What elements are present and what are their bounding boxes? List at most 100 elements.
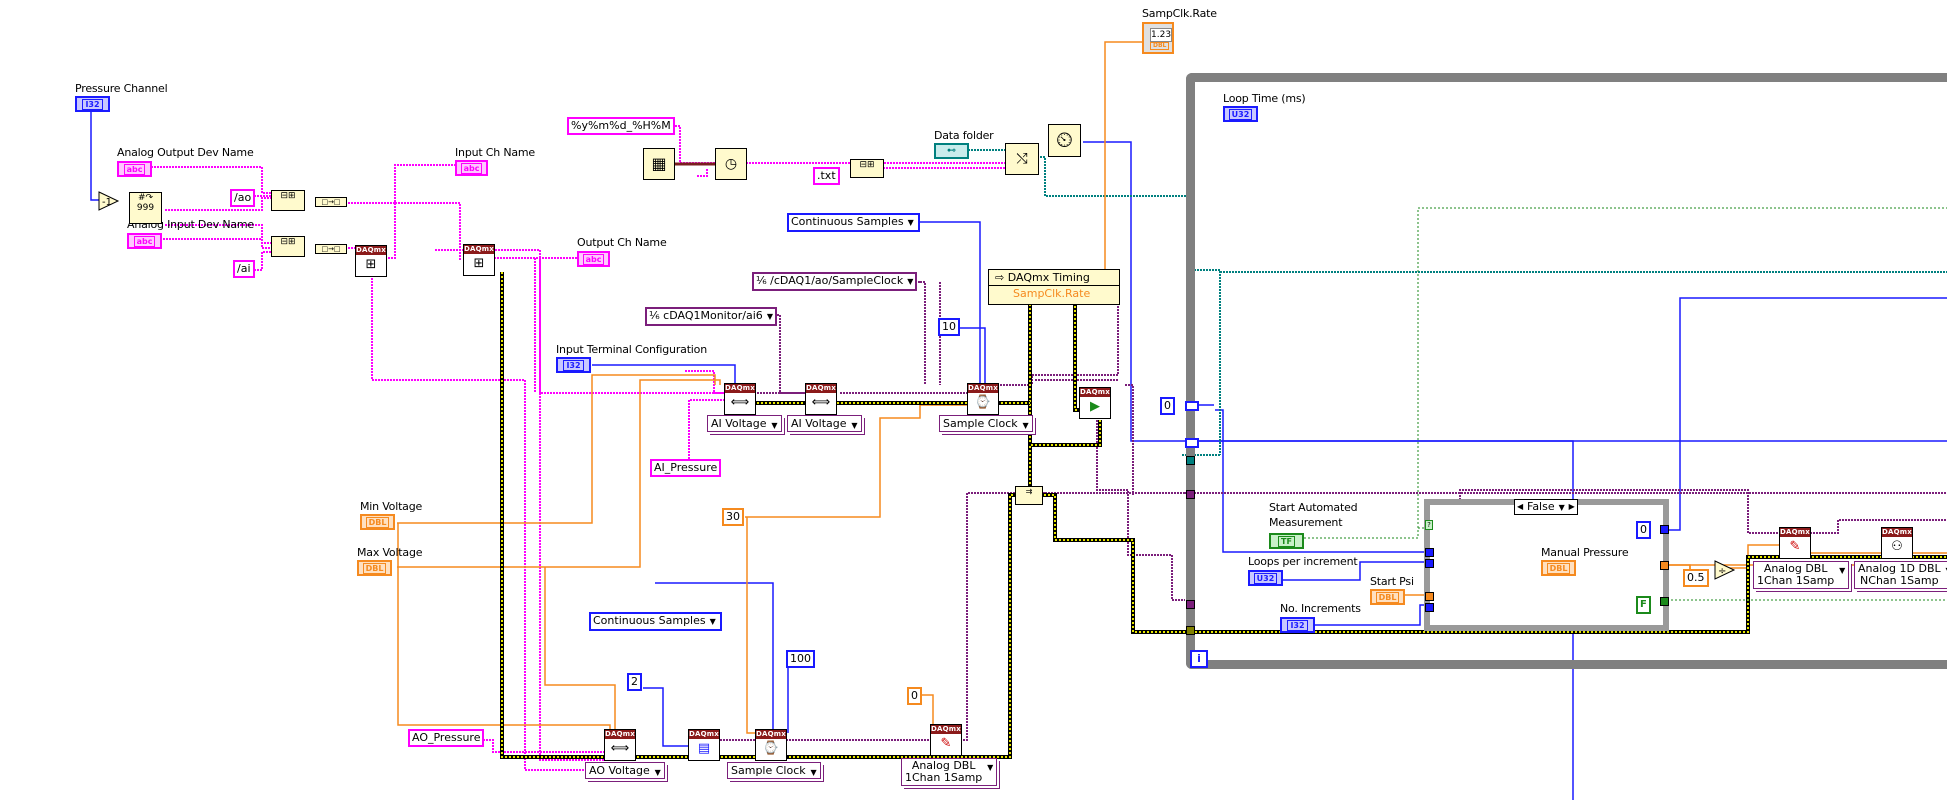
dropdown-icon: ▼: [766, 312, 773, 321]
start-task-icon: ▶: [1090, 399, 1100, 414]
get-datetime-icon: ▦: [643, 148, 675, 180]
daqmx-create-ao-voltage[interactable]: DAQmx⟺: [604, 729, 636, 761]
constant-2[interactable]: 2: [627, 673, 642, 691]
loop-time-indicator: U32: [1223, 106, 1258, 122]
pressure-channel-label: Pressure Channel: [75, 82, 168, 95]
pressure-channel-control[interactable]: I32: [75, 96, 110, 112]
monitor-channel-io[interactable]: ⅙ cDAQ1Monitor/ai6▼: [645, 307, 777, 326]
start-psi-label: Start Psi: [1370, 575, 1414, 588]
timing-clock-icon: ⌚: [974, 395, 992, 410]
constant-zero-loop[interactable]: 0: [1160, 397, 1175, 415]
tick-count-clock-icon: ⏲: [1048, 124, 1081, 157]
daqmx-read-loop[interactable]: DAQmx⚇: [1881, 527, 1913, 559]
write-pencil-icon: ✎: [940, 736, 952, 751]
loop-iteration-terminal: i: [1190, 650, 1208, 668]
manual-pressure-control[interactable]: DBL: [1541, 560, 1576, 576]
analog-input-dev-control[interactable]: abc: [127, 233, 162, 249]
concatenate-strings-ai: ⊟⊞: [271, 236, 305, 257]
data-folder-control[interactable]: ⊷: [934, 143, 969, 159]
dropdown-icon: ▼: [907, 277, 914, 286]
loop-time-label: Loop Time (ms): [1223, 92, 1306, 105]
constant-half[interactable]: 0.5: [1683, 569, 1709, 587]
ai-suffix-constant[interactable]: /ai: [233, 260, 255, 278]
daqmx-create-ai-voltage-1[interactable]: DAQmx⟺: [724, 383, 756, 415]
path-icon: ⊷: [947, 146, 956, 156]
loops-per-increment-label: Loops per increment: [1248, 555, 1358, 568]
create-voltage-icon: ⟺: [811, 395, 831, 410]
constant-zero-dbl[interactable]: 0: [907, 687, 922, 705]
daqmx-timing-top[interactable]: DAQmx⌚: [967, 383, 999, 415]
analog-output-dev-control[interactable]: abc: [117, 161, 152, 177]
txt-ext-constant[interactable]: .txt: [813, 167, 840, 185]
false-constant[interactable]: F: [1636, 596, 1651, 614]
ai-voltage-selector-2[interactable]: AI Voltage▼: [787, 415, 862, 432]
output-ch-name-label: Output Ch Name: [577, 236, 667, 249]
start-psi-control[interactable]: DBL: [1370, 589, 1405, 605]
property-class: ⇨ DAQmx Timing: [989, 270, 1119, 286]
input-ch-name-indicator: abc: [455, 160, 488, 176]
merge-errors-node: ⇉: [1015, 486, 1043, 505]
prev-case-icon[interactable]: ◀: [1517, 502, 1524, 511]
dropdown-icon: ▼: [709, 617, 716, 626]
build-path-icon: ⤭: [1005, 143, 1039, 175]
daqmx-write-bottom[interactable]: DAQmx✎: [930, 724, 962, 756]
buffer-icon: ▤: [697, 741, 711, 756]
case-out-tunnel-dbl: [1660, 561, 1669, 570]
read-glasses-icon: ⚇: [1891, 539, 1903, 554]
no-increments-control[interactable]: I32: [1280, 617, 1315, 633]
daqmx-start-task[interactable]: DAQmx▶: [1079, 387, 1111, 419]
min-voltage-control[interactable]: DBL: [360, 514, 395, 530]
while-loop[interactable]: [1186, 73, 1947, 669]
rate-constant-10[interactable]: 10: [938, 318, 960, 336]
dropdown-icon: ▼: [1022, 421, 1029, 430]
sample-clock-selector-bottom[interactable]: Sample Clock▼: [727, 762, 821, 779]
next-case-icon[interactable]: ▶: [1568, 502, 1575, 511]
daqmx-timing-bottom[interactable]: DAQmx⌚: [755, 729, 787, 761]
manual-pressure-label: Manual Pressure: [1541, 546, 1629, 559]
ao-pressure-constant[interactable]: AO_Pressure: [408, 729, 485, 747]
property-sampclk-rate[interactable]: SampClk.Rate: [1013, 287, 1091, 300]
loops-per-increment-control[interactable]: U32: [1248, 570, 1283, 586]
min-voltage-label: Min Voltage: [360, 500, 423, 513]
io-icon: ⅙: [649, 309, 660, 322]
constant-30[interactable]: 30: [722, 508, 744, 526]
write-pencil-icon: ✎: [1789, 539, 1801, 554]
sample-clock-source-io[interactable]: ⅙ /cDAQ1/ao/SampleClock▼: [752, 272, 918, 291]
case-constant-zero[interactable]: 0: [1636, 521, 1651, 539]
continuous-samples-enum-bottom[interactable]: Continuous Samples▼: [589, 612, 722, 631]
analog-output-dev-label: Analog Output Dev Name: [117, 146, 254, 159]
daqmx-configure-output-buffer[interactable]: DAQmx▤: [688, 729, 720, 761]
constant-100[interactable]: 100: [786, 650, 815, 668]
continuous-samples-enum-top[interactable]: Continuous Samples▼: [787, 213, 920, 232]
ao-suffix-constant[interactable]: /ao: [230, 189, 256, 207]
output-ch-name-indicator: abc: [577, 251, 610, 267]
input-terminal-config-control[interactable]: I32: [556, 357, 591, 373]
daqmx-create-channel-ai[interactable]: DAQmx⊞: [355, 245, 387, 277]
max-voltage-control[interactable]: DBL: [357, 560, 392, 576]
ai-voltage-selector-1[interactable]: AI Voltage▼: [707, 415, 782, 432]
case-tunnel-dbl: [1425, 592, 1434, 601]
daqmx-create-ai-voltage-2[interactable]: DAQmx⟺: [805, 383, 837, 415]
input-terminal-config-label: Input Terminal Configuration: [556, 343, 707, 356]
input-ch-name-label: Input Ch Name: [455, 146, 535, 159]
concatenate-filename: ⊟⊞: [850, 159, 884, 178]
ai-pressure-constant[interactable]: AI_Pressure: [650, 459, 722, 477]
daqmx-create-channel-ao[interactable]: DAQmx⊞: [463, 244, 495, 276]
daqmx-write-loop[interactable]: DAQmx✎: [1779, 527, 1811, 559]
ao-voltage-selector[interactable]: AO Voltage▼: [585, 762, 665, 779]
no-increments-label: No. Increments: [1280, 602, 1361, 615]
case-selector-terminal: ?: [1425, 520, 1433, 530]
index-array-node: #↷999: [129, 192, 162, 224]
time-format-constant[interactable]: %y%m%d_%H%M: [567, 117, 675, 135]
dropdown-icon: ▼: [987, 763, 994, 772]
daqmx-timing-property-node[interactable]: ⇨ DAQmx Timing SampClk.Rate: [988, 269, 1120, 305]
case-selector[interactable]: ◀False▼▶: [1514, 499, 1578, 515]
format-datetime-icon: ◷: [715, 148, 747, 180]
task-tunnel-2: [1186, 600, 1195, 609]
sample-clock-selector-top[interactable]: Sample Clock▼: [939, 415, 1033, 432]
start-automated-control[interactable]: TF: [1269, 533, 1304, 549]
